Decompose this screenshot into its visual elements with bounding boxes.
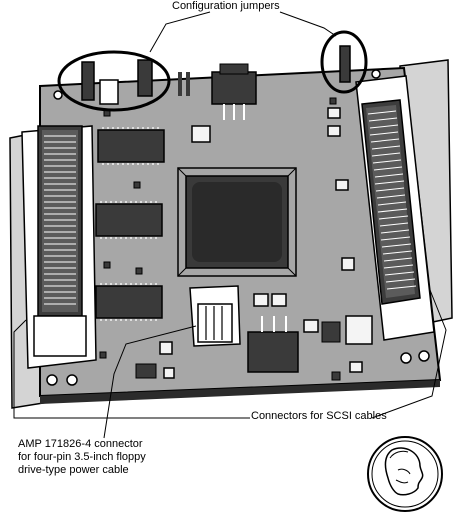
dime-coin-icon	[367, 436, 443, 512]
left-scsi-connector	[21, 125, 97, 369]
callout-configuration-jumpers: Configuration jumpers	[172, 0, 280, 12]
callout-leaders	[13, 11, 447, 439]
callout-amp-line-3: drive-type power cable	[18, 464, 129, 476]
callout-amp-connector: AMP 171826-4 connector for four-pin 3.5-…	[18, 438, 146, 477]
callout-amp-line-1: AMP 171826-4 connector	[18, 438, 143, 450]
jumper-right	[339, 45, 351, 83]
right-scsi-connector	[355, 75, 435, 341]
controller-chip	[177, 167, 297, 277]
mounting-holes	[46, 69, 430, 386]
small-dark-components	[99, 97, 341, 381]
jumper-highlight-left	[57, 50, 171, 112]
circuit-board-edge	[40, 380, 440, 404]
passive-components	[159, 107, 373, 379]
jumper-block-left	[81, 59, 190, 105]
ic-chips	[95, 129, 165, 319]
callout-scsi-connectors: Connectors for SCSI cables	[251, 410, 387, 422]
voltage-regulator	[211, 63, 257, 120]
callout-amp-line-2: for four-pin 3.5-inch floppy	[18, 451, 146, 463]
power-transistor	[247, 316, 299, 373]
jumper-highlight-right	[320, 30, 368, 94]
amp-power-connector	[189, 285, 241, 347]
